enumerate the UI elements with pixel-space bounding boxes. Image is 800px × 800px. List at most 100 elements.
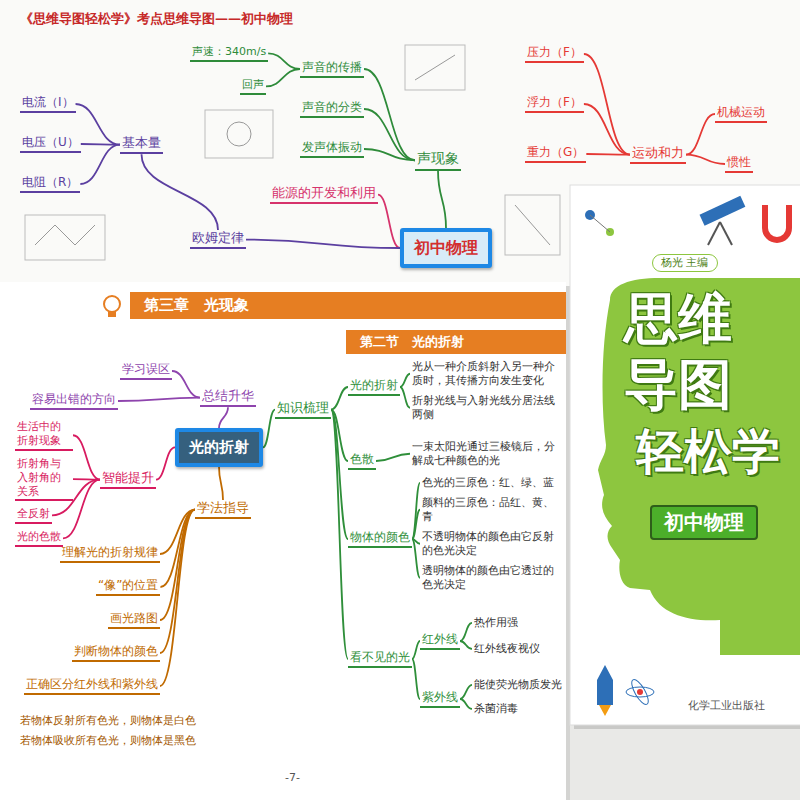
node-text: 回声 (242, 78, 264, 91)
note-text: 若物体反射所有色光，则物体是白色 (20, 715, 196, 728)
node-text: 压力（F） (527, 45, 582, 59)
poster-title: 《思维导图轻松学》考点思维导图——初中物理 (20, 12, 293, 27)
branch-line (246, 240, 400, 248)
node-text: 红外线 (422, 632, 458, 646)
branch-label: 欧姆定律 (190, 230, 246, 249)
node-text: 声音的传播 (302, 60, 362, 74)
node-text: 基本量 (122, 135, 161, 150)
branch-label: 声音的传播 (300, 60, 364, 78)
node-text: 物体的颜色 (350, 530, 410, 544)
node-text: 透明物体的颜色由它透过的色光决定 (422, 564, 554, 591)
branch-label: 学法指导 (195, 500, 251, 519)
branch-label: 运动和力 (630, 145, 686, 164)
branch-line (438, 171, 446, 229)
rocket-icon (597, 665, 613, 705)
page-number: -7- (285, 772, 300, 785)
branch-label: 回声 (240, 78, 266, 95)
branch-label: 理解光的折射规律 (60, 545, 160, 563)
branch-label: 重力（G） (525, 145, 586, 163)
rocket-flame (599, 705, 611, 716)
branch-label: 电压（U） (20, 135, 81, 153)
magnet-icon (765, 205, 789, 240)
branch-label: 色散 (348, 452, 376, 470)
node-text: 红外线夜视仪 (474, 642, 540, 655)
branch-line (686, 155, 725, 164)
note-text: 杀菌消毒 (472, 702, 520, 716)
atom-icon (626, 687, 654, 697)
node-text: 光的折射 (350, 378, 398, 392)
branch-label: 浮力（F） (525, 95, 584, 113)
molecule-bond (590, 215, 610, 232)
node-text: 紫外线 (422, 690, 458, 704)
branch-line (52, 480, 100, 516)
head-silhouette (598, 278, 800, 655)
branch-line (219, 407, 228, 428)
figure-sketch (515, 205, 550, 245)
note-text: 一束太阳光通过三棱镜后，分解成七种颜色的光 (410, 440, 560, 468)
telescope-leg (720, 222, 732, 245)
branch-label: 折射角与入射角的关系 (15, 457, 73, 501)
node-text: 初中物理 (664, 510, 744, 534)
node-text: 光从一种介质斜射入另一种介质时，其传播方向发生变化 (412, 360, 555, 387)
figure-sketch (35, 225, 95, 245)
branch-line (331, 410, 348, 659)
branch-label: 声现象 (415, 150, 461, 171)
cover-title: 思维 (624, 288, 732, 350)
chapter-band: 第二节 光的折射 (346, 330, 566, 354)
node-text: 声速：340m/s (192, 45, 266, 58)
node-text: 杀菌消毒 (474, 702, 518, 715)
branch-label: 声音的分类 (300, 100, 364, 118)
cover-title: 轻松学 (636, 424, 780, 479)
topic-box: 光的折射 (175, 428, 263, 467)
author-tag: 杨光 主编 (652, 254, 718, 272)
book-cover (570, 185, 800, 725)
branch-label: 紫外线 (420, 690, 460, 708)
branch-line (460, 623, 472, 641)
branch-label: 光的折射 (348, 378, 400, 396)
node-text: “像”的位置 (98, 578, 158, 592)
node-text: 智能提升 (102, 470, 154, 485)
branch-label: 机械运动 (715, 105, 767, 123)
branch-line (460, 699, 472, 709)
branch-line (219, 467, 223, 500)
branch-label: 生活中的折射现象 (15, 420, 73, 451)
branch-label: 惯性 (725, 155, 753, 173)
branch-line (412, 483, 420, 539)
node-text: 生活中的折射现象 (17, 420, 61, 447)
branch-line (172, 371, 200, 398)
branch-line (412, 539, 420, 578)
branch-label: 能源的开发和利用 (270, 185, 378, 204)
branch-label: “像”的位置 (96, 578, 160, 596)
node-text: 知识梳理 (277, 400, 329, 415)
branch-line (63, 480, 100, 539)
node-text: 光的折射 (189, 438, 249, 456)
node-text: 电流（I） (22, 95, 74, 109)
branch-line (263, 410, 275, 448)
note-text: 色光的三原色：红、绿、蓝 (420, 476, 556, 490)
branch-line (376, 454, 410, 461)
branch-line (268, 53, 300, 69)
node-text: 不透明物体的颜色由它反射的色光决定 (422, 530, 554, 557)
node-text: 第三章 光现象 (144, 296, 249, 314)
node-text: 色散 (350, 452, 374, 466)
node-text: 正确区分红外线和紫外线 (26, 677, 158, 691)
branch-label: 电流（I） (20, 95, 76, 113)
branch-line (412, 641, 420, 659)
branch-label: 基本量 (120, 135, 163, 154)
branch-label: 看不见的光 (348, 650, 412, 668)
branch-line (686, 114, 715, 155)
branch-label: 知识梳理 (275, 400, 331, 419)
node-text: 声音的分类 (302, 100, 362, 114)
note-text: 透明物体的颜色由它透过的色光决定 (420, 564, 560, 592)
cover-title: 导图 (624, 354, 732, 416)
note-text: 热作用强 (472, 616, 520, 630)
node-text: 欧姆定律 (192, 230, 244, 245)
atom-icon (637, 689, 643, 695)
branch-line (586, 153, 630, 155)
branch-line (412, 510, 420, 539)
node-text: 看不见的光 (350, 650, 410, 664)
branch-line (80, 145, 120, 184)
bottom-poster (0, 282, 566, 800)
node-text: 理解光的折射规律 (62, 545, 158, 559)
